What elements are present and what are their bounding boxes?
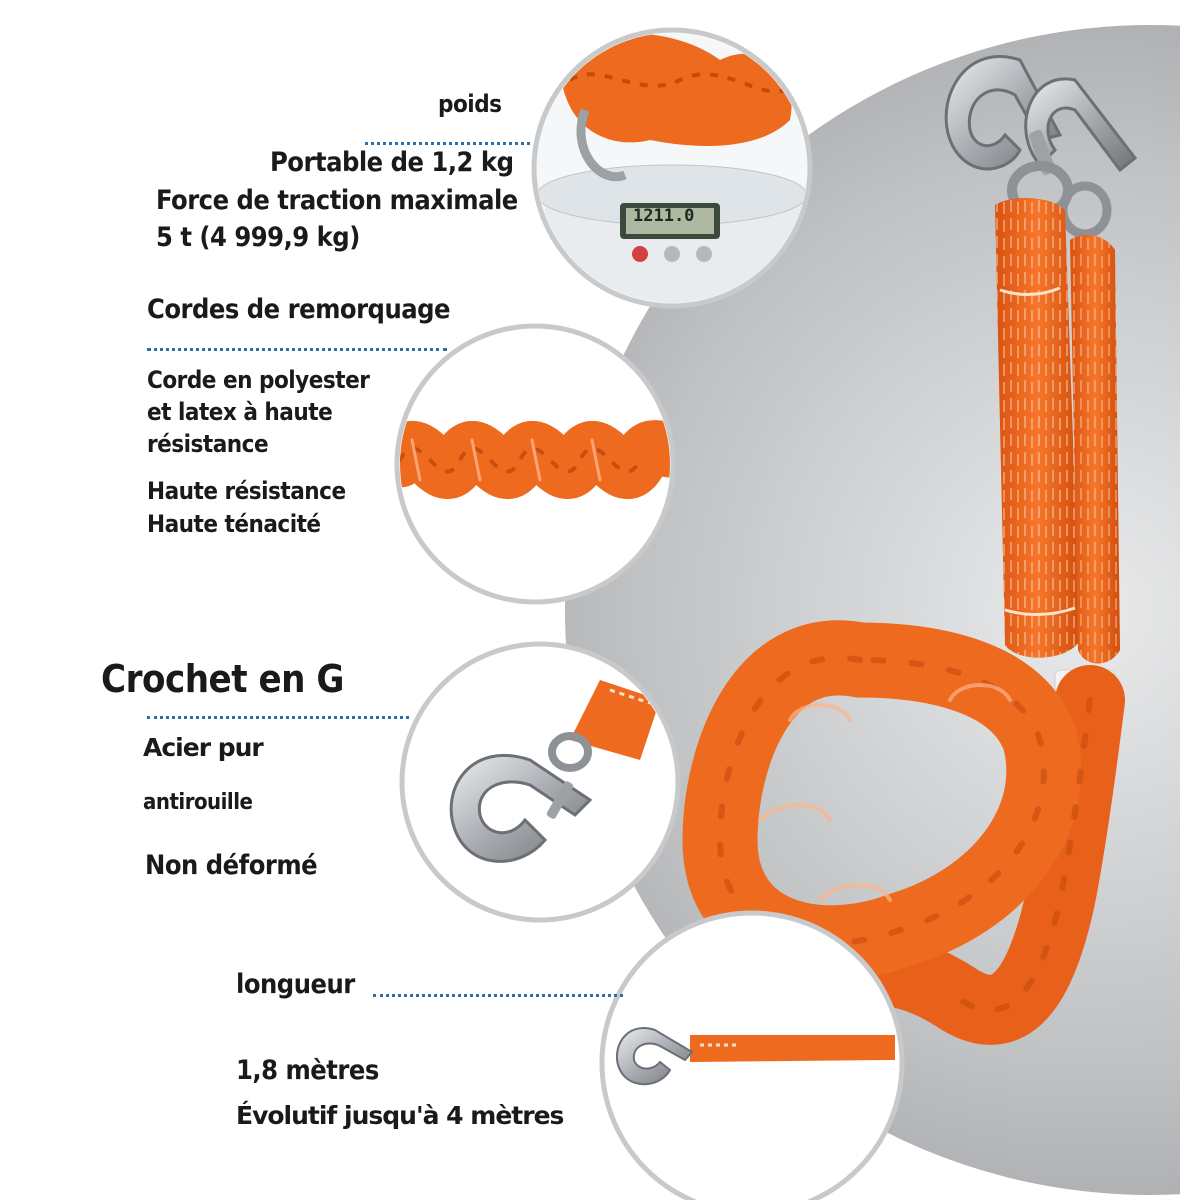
rope-heading: Cordes de remorquage: [147, 294, 451, 325]
rope-material-line3: résistance: [147, 430, 269, 458]
detail-circle-hook: [399, 641, 681, 923]
main-hooks: [944, 55, 1138, 239]
hook-rustproof-text: antirouille: [143, 790, 253, 815]
weight-max-text: 5 t (4 999,9 kg): [156, 222, 360, 253]
detail-circle-scale: [531, 27, 813, 309]
rope-strength-text: Haute résistance: [147, 477, 346, 505]
rope-tenacity-text: Haute ténacité: [147, 510, 321, 538]
length-extendable-text: Évolutif jusqu'à 4 mètres: [236, 1101, 564, 1130]
main-straps: [995, 198, 1120, 711]
main-coiled-rope: [682, 620, 1125, 1045]
detail-circle-length: [599, 910, 905, 1200]
weight-divider: [365, 142, 530, 145]
rope-material-line1: Corde en polyester: [147, 366, 370, 394]
weight-heading: poids: [438, 90, 502, 118]
length-heading: longueur: [236, 969, 355, 1000]
weight-traction-text: Force de traction maximale: [156, 185, 518, 216]
rope-divider: [147, 348, 447, 351]
length-value-text: 1,8 mètres: [236, 1055, 379, 1086]
rope-material-line2: et latex à haute: [147, 398, 333, 426]
length-divider: [373, 994, 623, 997]
weight-portable-text: Portable de 1,2 kg: [270, 147, 514, 178]
hook-divider: [147, 716, 409, 719]
hook-undeformed-text: Non déformé: [145, 850, 318, 881]
scale-readout: 1211.0: [633, 206, 695, 226]
detail-circle-rope: [394, 323, 676, 605]
hook-heading: Crochet en G: [101, 657, 344, 701]
hook-steel-text: Acier pur: [143, 733, 264, 762]
